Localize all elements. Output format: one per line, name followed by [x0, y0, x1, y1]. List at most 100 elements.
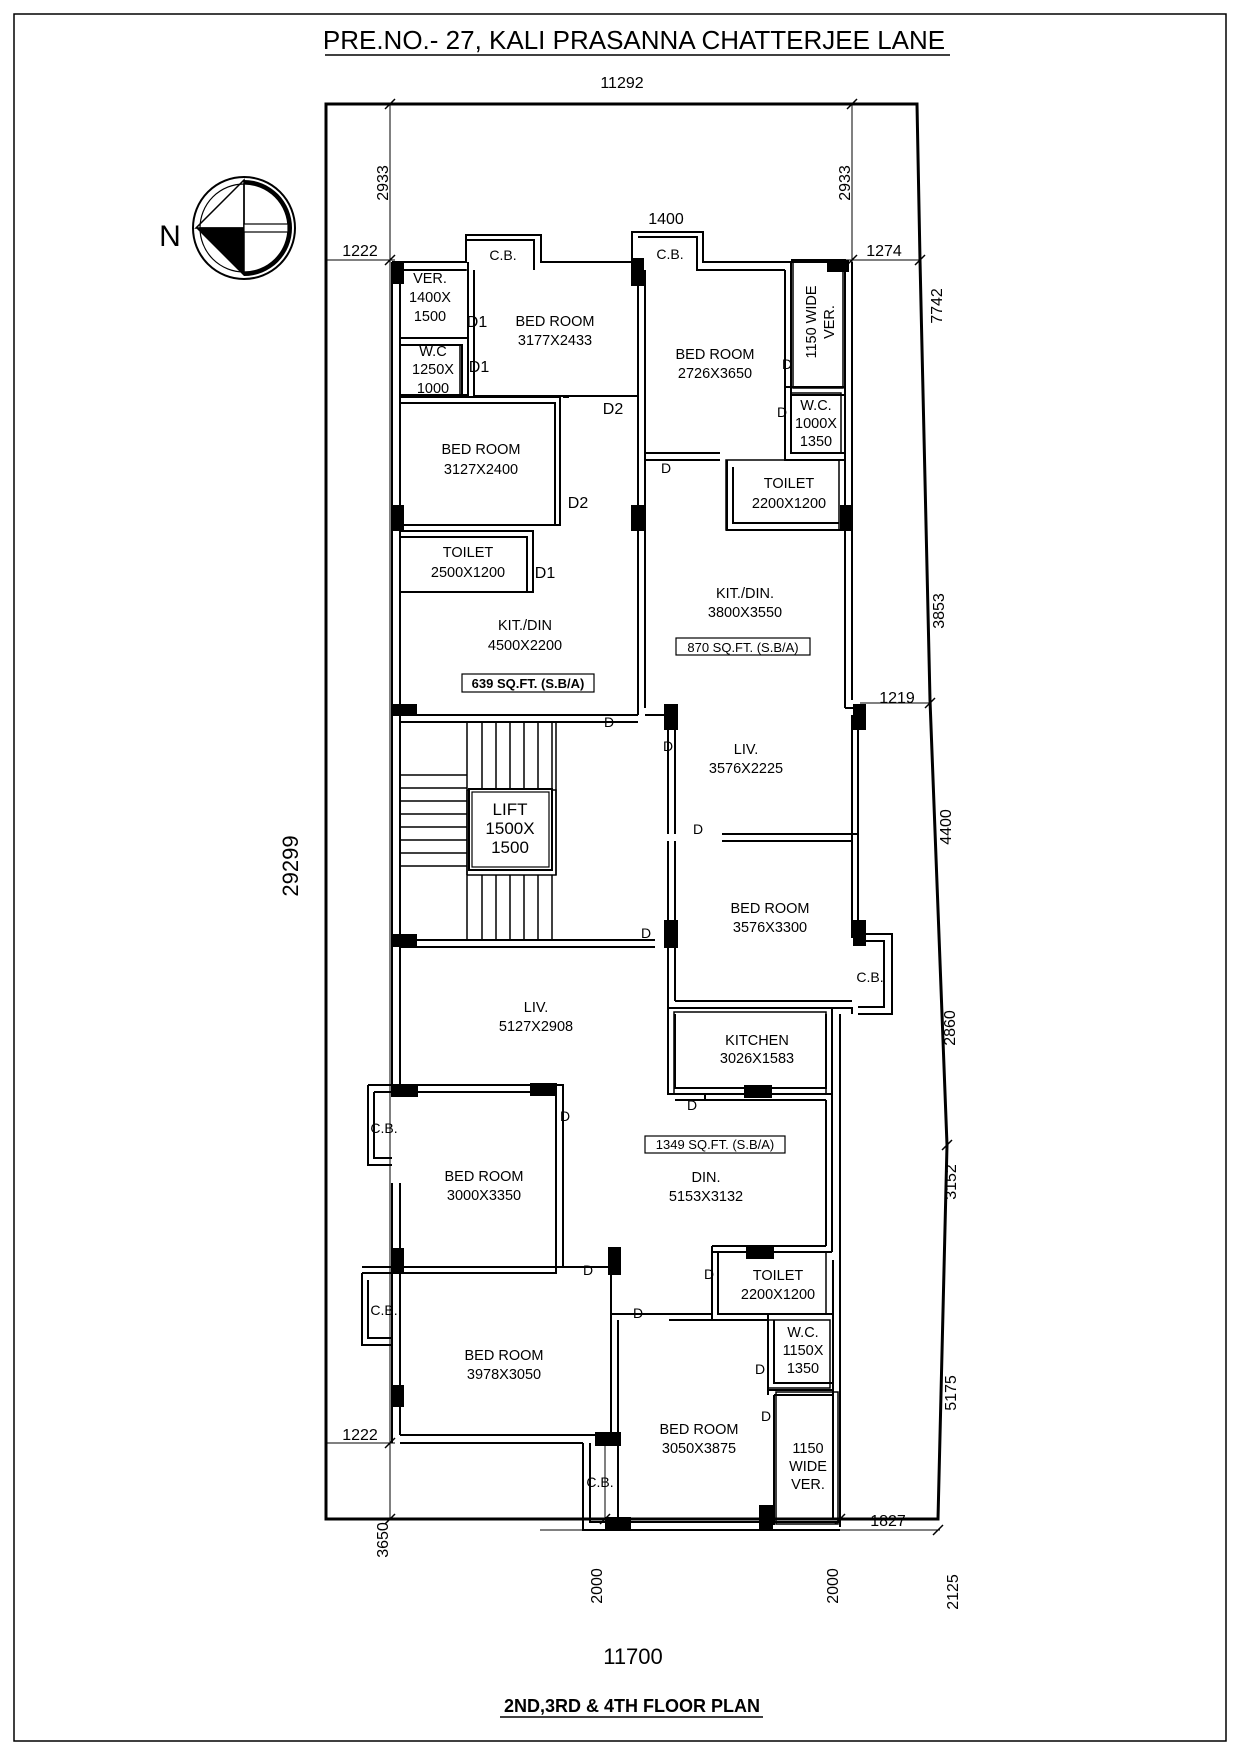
door-label-d: D	[661, 460, 671, 476]
drawing-footer: 2ND,3RD & 4TH FLOOR PLAN	[504, 1696, 760, 1716]
room-kitchen-l1: KITCHEN	[725, 1033, 789, 1049]
door-label-d: D	[761, 1408, 771, 1424]
dim-top-gap: 1400	[648, 211, 684, 228]
room-kitchen-l2: 3026X1583	[720, 1051, 794, 1067]
door-label-d: D	[755, 1361, 765, 1377]
room-wc2-l3: 1350	[800, 434, 832, 450]
room-bed1-l1: BED ROOM	[516, 314, 595, 330]
door-label-d: D	[704, 1266, 714, 1282]
dim-bottom-left-side: 1222	[342, 1427, 378, 1444]
room-liv1-l2: 3576X2225	[709, 761, 783, 777]
room-kit1-l1: KIT./DIN	[498, 618, 552, 634]
cb-label: C.B.	[856, 969, 883, 985]
dim-bottom-mid-left: 2000	[589, 1568, 606, 1604]
room-wc1-l2: 1250X	[412, 362, 454, 378]
dim-bottom-right-setback: 2125	[945, 1574, 962, 1610]
door-label-d2: D2	[603, 401, 624, 418]
dim-right-5175: 5175	[943, 1375, 960, 1411]
dim-right-7742: 7742	[929, 288, 946, 324]
door-label-d: D	[693, 821, 703, 837]
dim-top-right-setback: 2933	[837, 165, 854, 201]
room-ver1-l2: 1400X	[409, 290, 451, 306]
room-toilet3-l1: TOILET	[753, 1268, 804, 1284]
room-bed5-l1: BED ROOM	[445, 1169, 524, 1185]
dim-bottom-right-side: 1827	[870, 1513, 906, 1530]
room-bed5-l2: 3000X3350	[447, 1188, 521, 1204]
room-toilet2-l2: 2200X1200	[752, 496, 826, 512]
room-ver3-l2: WIDE	[789, 1459, 827, 1475]
door-label-d: D	[583, 1262, 593, 1278]
room-kit2-l2: 3800X3550	[708, 605, 782, 621]
cb-label: C.B.	[370, 1120, 397, 1136]
dim-left-total: 29299	[278, 835, 303, 896]
dim-top-right-side: 1274	[866, 243, 902, 260]
dim-top-left-setback: 2933	[375, 165, 392, 201]
door-label-d: D	[687, 1097, 697, 1113]
room-liv1-l1: LIV.	[734, 742, 758, 758]
room-ver3-l3: VER.	[791, 1477, 825, 1493]
north-label: N	[159, 220, 181, 253]
dim-right-3853: 3853	[931, 593, 948, 629]
dim-right-3152: 3152	[943, 1164, 960, 1200]
door-label-d2: D2	[568, 495, 589, 512]
room-din-l1: DIN.	[692, 1170, 721, 1186]
room-wc1-l1: W.C	[419, 344, 446, 360]
room-kit2-l1: KIT./DIN.	[716, 586, 774, 602]
dim-bottom-mid-right: 2000	[825, 1568, 842, 1604]
cb-label: C.B.	[656, 246, 683, 262]
area-box	[461, 673, 595, 693]
room-ver2-l1: 1150 WIDE	[804, 285, 820, 358]
door-label-d1: D1	[469, 359, 490, 376]
room-wc3-l3: 1350	[787, 1361, 819, 1377]
cb-labels: C.B. C.B. C.B. C.B. C.B. C.B.	[370, 246, 883, 1490]
room-wc2-l1: W.C.	[800, 398, 831, 414]
area-flat-a: 639 SQ.FT. (S.B/A)	[472, 676, 585, 691]
room-bed2-l1: BED ROOM	[442, 442, 521, 458]
area-flat-c: 1349 SQ.FT. (S.B/A)	[656, 1137, 775, 1152]
dim-top-left-side: 1222	[342, 243, 378, 260]
room-bed4-l1: BED ROOM	[731, 901, 810, 917]
sheet-border	[13, 13, 1227, 1742]
room-din-l2: 5153X3132	[669, 1189, 743, 1205]
room-lift-l1: LIFT	[493, 800, 528, 819]
room-ver1-l3: 1500	[414, 309, 446, 325]
room-kit1-l2: 4500X2200	[488, 638, 562, 654]
dim-top: 11292	[600, 75, 643, 92]
dimension-ticks	[384, 98, 953, 1536]
drawing-title: PRE.NO.- 27, KALI PRASANNA CHATTERJEE LA…	[323, 25, 945, 55]
room-bed7-l2: 3050X3875	[662, 1441, 736, 1457]
door-label-d: D	[633, 1305, 643, 1321]
room-wc3-l1: W.C.	[787, 1325, 818, 1341]
room-bed4-l2: 3576X3300	[733, 920, 807, 936]
room-bed3-l1: BED ROOM	[676, 347, 755, 363]
door-label-d: D	[641, 925, 651, 941]
cb-label: C.B.	[586, 1474, 613, 1490]
door-label-d: D	[777, 404, 787, 420]
room-liv2-l1: LIV.	[524, 1000, 548, 1016]
room-toilet1-l1: TOILET	[443, 545, 494, 561]
staircase	[399, 722, 557, 940]
cb-label: C.B.	[489, 247, 516, 263]
door-label-d: D	[663, 738, 673, 754]
door-label-d: D	[560, 1108, 570, 1124]
room-toilet2-l1: TOILET	[764, 476, 815, 492]
dimension-lines	[326, 104, 940, 1531]
plot-boundary	[324, 102, 949, 1521]
dim-right-1219: 1219	[879, 690, 915, 707]
room-bed6-l1: BED ROOM	[465, 1348, 544, 1364]
room-ver2-l2: VER.	[822, 305, 838, 339]
room-liv2-l2: 5127X2908	[499, 1019, 573, 1035]
door-label-d: D	[604, 714, 614, 730]
room-lift-l3: 1500	[491, 838, 529, 857]
room-wc2-l2: 1000X	[795, 416, 837, 432]
door-label-d: D	[782, 356, 792, 372]
columns	[391, 258, 866, 1531]
room-bed1-l2: 3177X2433	[518, 333, 592, 349]
lift-car	[468, 788, 553, 871]
room-bed7-l1: BED ROOM	[660, 1422, 739, 1438]
room-wc3-l2: 1150X	[783, 1343, 824, 1359]
room-lift-l2: 1500X	[485, 819, 534, 838]
door-label-d1: D1	[467, 314, 488, 331]
room-toilet1-l2: 2500X1200	[431, 565, 505, 581]
